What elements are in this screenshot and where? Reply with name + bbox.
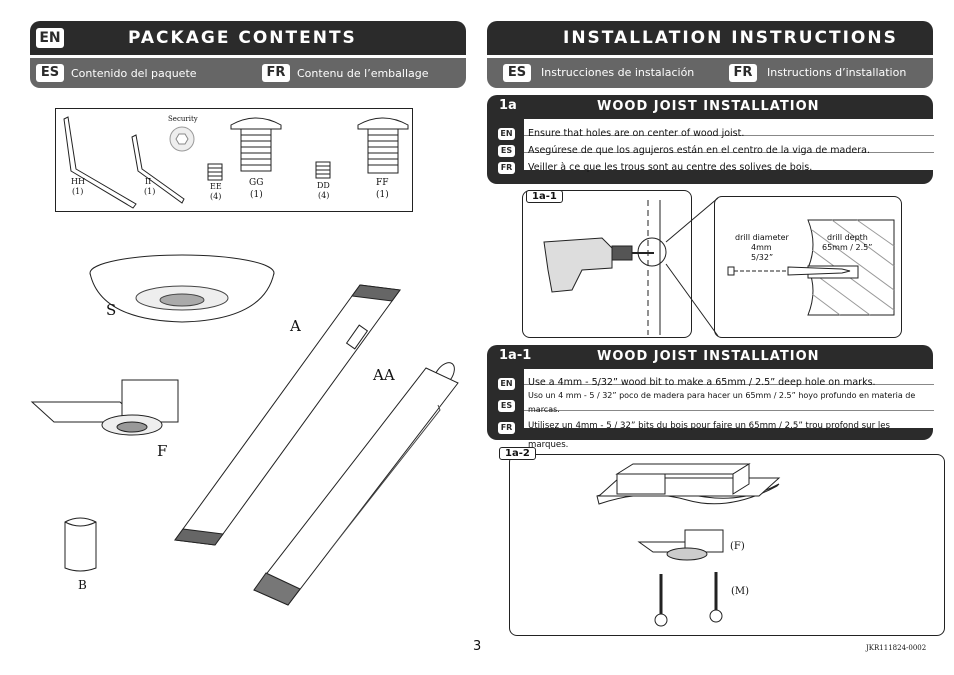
label-f: (F) [730,541,745,552]
instruction-row: Veiller à ce que les trous sont au centr… [524,153,934,173]
row-lang-en: EN [498,371,515,390]
drill-depth-label: drill depth [827,233,868,242]
es-translation-right: Instrucciones de instalación [541,66,695,79]
instruction-text-es: Uso un 4 mm - 5 / 32” poco de madera par… [528,391,916,414]
part-label-b: B [78,578,87,592]
installation-header: INSTALLATION INSTRUCTIONS [487,21,933,55]
pipe-a-icon [174,284,401,546]
step-1a-1-rows: Use a 4mm - 5/32” wood bit to make a 65m… [524,369,934,450]
document-code: JKR111824-0002 [866,644,927,652]
step-number: 1a-1 [499,348,532,363]
step-1a-1-box: 1a-1 WOOD JOIST INSTALLATION Use a 4mm -… [487,345,934,450]
figure-1a-1 [522,190,692,338]
mount-plate-f-icon [30,379,179,436]
row-lang-en: EN [498,121,515,140]
parts-box: Security HH (1) II (1) EE (4) GG (1) DD … [55,108,413,212]
instruction-row: Asegúrese de que los agujeros están en e… [524,136,934,156]
hex-key-ii-icon [131,134,185,204]
package-contents-subheader: ES Contenido del paquete FR Contenu de l… [30,58,466,88]
figure-1a-1-detail [714,196,902,338]
instruction-row: Use a 4mm - 5/32” wood bit to make a 65m… [524,369,934,388]
part-qty-ff: (1) [376,190,389,200]
part-label-gg: GG [249,178,264,188]
fr-translation-right: Instructions d’installation [767,66,907,79]
step-1a-box: 1a WOOD JOIST INSTALLATION Ensure that h… [487,95,934,184]
zoom-circle [637,237,667,267]
instruction-text-fr: Veiller à ce que les trous sont au centr… [528,162,813,173]
figure-tag-1a-1: 1a-1 [526,190,563,203]
part-label-f: F [157,442,168,460]
pipe-aa-icon [253,362,459,606]
drill-drawing [543,197,895,337]
part-qty-gg: (1) [250,190,263,200]
canopy-s-icon [89,254,275,323]
fr-translation: Contenu de l’emballage [297,67,429,80]
row-lang-fr: FR [498,415,515,434]
drill-diameter-mm: 4mm [751,243,772,252]
instruction-text-es: Asegúrese de que los agujeros están en e… [528,145,870,156]
row-lang-es: ES [498,393,515,412]
mounting-drawing [596,463,781,627]
row-lang-es: ES [498,138,515,157]
sleeve-b-icon [64,517,97,572]
lag-screw-m-icon [654,572,723,627]
lang-badge-fr: FR [262,64,290,82]
installation-title: INSTALLATION INSTRUCTIONS [563,28,898,48]
part-qty-dd: (4) [318,191,330,200]
instruction-row: Utilisez un 4mm - 5 / 32” bits du bois p… [524,411,934,450]
page-number: 3 [473,639,482,654]
part-label-aa: AA [373,366,395,384]
part-qty-hh: (1) [72,187,84,196]
drill-diameter-label: drill diameter [735,233,789,242]
package-contents-header: EN PACKAGE CONTENTS [30,21,466,55]
instruction-row: Ensure that holes are on center of wood … [524,119,934,139]
lang-badge-es-right: ES [503,64,531,82]
instruction-row: Uso un 4 mm - 5 / 32” poco de madera par… [524,385,934,414]
row-lang-fr: FR [498,155,515,174]
step-title: WOOD JOIST INSTALLATION [597,349,820,364]
set-screw-dd-icon [315,161,331,179]
part-qty-ee: (4) [210,192,222,201]
instruction-text-en: Use a 4mm - 5/32” wood bit to make a 65m… [528,377,876,388]
drill-bit-icon [727,266,851,276]
step-number: 1a [499,98,517,113]
label-m: (M) [731,586,750,597]
set-screw-ee-icon [207,163,223,181]
drill-depth-value: 65mm / 2.5” [822,243,873,252]
lang-badge-fr-right: FR [729,64,757,82]
mount-plate-f-icon [637,529,724,561]
step-title: WOOD JOIST INSTALLATION [597,99,820,114]
figure-1a-2 [509,454,945,636]
ceiling-joist-icon [596,463,781,505]
part-label-security: Security [168,115,198,123]
es-translation: Contenido del paquete [71,67,197,80]
bolt-ff-icon [357,117,409,174]
joist-dashed-lines [647,200,661,335]
large-parts-drawing [30,254,459,606]
page-title: PACKAGE CONTENTS [128,28,357,48]
bolt-gg-icon [230,117,282,172]
lang-badge-es: ES [36,64,64,82]
step-1a-rows: Ensure that holes are on center of wood … [524,119,934,173]
lang-badge-en: EN [36,28,64,48]
part-qty-ii: (1) [144,187,156,196]
instruction-text-en: Ensure that holes are on center of wood … [528,128,745,139]
part-label-ff: FF [376,178,389,188]
part-label-hh: HH [71,177,85,186]
parts-drawing [63,116,409,209]
drill-icon [543,237,654,293]
figure-tag-1a-2: 1a-2 [499,447,536,460]
part-label-ii: II [145,177,152,186]
part-label-ee: EE [210,182,222,191]
part-label-a: A [290,317,301,335]
hex-key-hh-icon [63,116,137,209]
part-label-dd: DD [317,181,330,190]
drill-diameter-in: 5/32” [751,253,774,262]
security-bit-icon [169,126,195,152]
installation-subheader: ES Instrucciones de instalación FR Instr… [487,58,933,88]
part-label-s: S [106,301,117,319]
instruction-text-fr: Utilisez un 4mm - 5 / 32” bits du bois p… [528,421,890,450]
